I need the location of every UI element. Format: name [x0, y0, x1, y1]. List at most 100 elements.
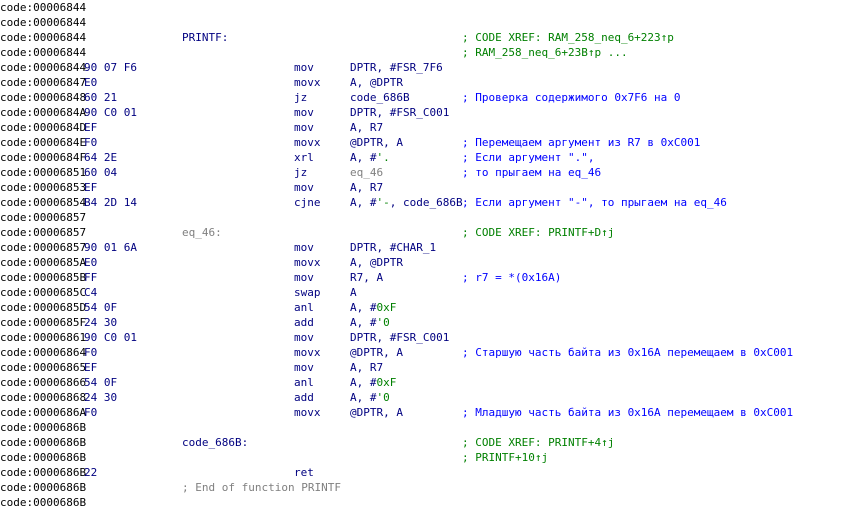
- instruction-mnemonic[interactable]: mov: [294, 181, 314, 194]
- instruction-mnemonic[interactable]: mov: [294, 331, 314, 344]
- line-address[interactable]: code:00006847: [0, 76, 87, 89]
- instruction-mnemonic[interactable]: movx: [294, 136, 321, 149]
- line-address[interactable]: code:0000685B: [0, 271, 87, 284]
- line-address[interactable]: code:00006864: [0, 346, 87, 359]
- listing-line[interactable]: code:00006857: [0, 210, 850, 225]
- listing-line[interactable]: code:00006844: [0, 0, 850, 15]
- instruction-operands[interactable]: DPTR, #FSR_C001: [350, 331, 450, 344]
- instruction-operands[interactable]: A, #'0: [350, 316, 390, 329]
- line-address[interactable]: code:0000685F: [0, 316, 87, 329]
- line-address[interactable]: code:0000686B: [0, 421, 87, 434]
- instruction-operands[interactable]: DPTR, #FSR_7F6: [350, 61, 443, 74]
- line-address[interactable]: code:0000685A: [0, 256, 87, 269]
- instruction-mnemonic[interactable]: anl: [294, 301, 314, 314]
- line-address[interactable]: code:00006848: [0, 91, 87, 104]
- line-address[interactable]: code:00006844: [0, 1, 87, 14]
- line-address[interactable]: code:00006866: [0, 376, 87, 389]
- line-address[interactable]: code:00006854: [0, 196, 87, 209]
- line-address[interactable]: code:0000684A: [0, 106, 87, 119]
- line-address[interactable]: code:0000686B: [0, 496, 87, 509]
- code-label[interactable]: code_686B:: [182, 436, 249, 449]
- instruction-operands[interactable]: A, @DPTR: [350, 256, 403, 269]
- instruction-operands[interactable]: A, R7: [350, 181, 384, 194]
- instruction-operands[interactable]: @DPTR, A: [350, 136, 403, 149]
- listing-line[interactable]: code:00006844: [0, 15, 850, 30]
- instruction-mnemonic[interactable]: movx: [294, 406, 321, 419]
- instruction-operands[interactable]: A, #0xF: [350, 376, 397, 389]
- instruction-mnemonic[interactable]: cjne: [294, 196, 321, 209]
- code-label[interactable]: eq_46:: [182, 226, 222, 239]
- line-address[interactable]: code:0000686A: [0, 406, 87, 419]
- line-address[interactable]: code:0000684F: [0, 151, 87, 164]
- line-address[interactable]: code:00006857: [0, 226, 87, 239]
- instruction-operands[interactable]: DPTR, #FSR_C001: [350, 106, 450, 119]
- instruction-mnemonic[interactable]: mov: [294, 271, 314, 284]
- instruction-operands[interactable]: A, @DPTR: [350, 76, 403, 89]
- line-address[interactable]: code:00006857: [0, 211, 87, 224]
- instruction-mnemonic[interactable]: mov: [294, 241, 314, 254]
- instruction-mnemonic[interactable]: movx: [294, 346, 321, 359]
- line-address[interactable]: code:00006861: [0, 331, 87, 344]
- line-address[interactable]: code:00006844: [0, 31, 87, 44]
- listing-line[interactable]: code:00006844; RAM_258_neq_6+23B↑p ...: [0, 45, 850, 60]
- instruction-operands[interactable]: A, R7: [350, 121, 384, 134]
- listing-line[interactable]: code:0000686B: [0, 420, 850, 435]
- instruction-operands[interactable]: A: [350, 286, 357, 299]
- instruction-operands[interactable]: A, R7: [350, 361, 384, 374]
- line-address[interactable]: code:0000684D: [0, 121, 87, 134]
- instruction-operands[interactable]: eq_46: [350, 166, 384, 179]
- line-address[interactable]: code:00006844: [0, 61, 87, 74]
- instruction-mnemonic[interactable]: ret: [294, 466, 314, 479]
- instruction-mnemonic[interactable]: movx: [294, 256, 321, 269]
- line-address[interactable]: code:0000685C: [0, 286, 87, 299]
- instruction-operands[interactable]: A, #0xF: [350, 301, 397, 314]
- listing-line[interactable]: code:0000686B: [0, 495, 850, 510]
- line-address[interactable]: code:00006868: [0, 391, 87, 404]
- instruction-operands[interactable]: DPTR, #CHAR_1: [350, 241, 437, 254]
- instruction-mnemonic[interactable]: jz: [294, 91, 308, 104]
- line-address[interactable]: code:0000686B: [0, 466, 87, 479]
- line-address[interactable]: code:00006857: [0, 241, 87, 254]
- line-address[interactable]: code:00006844: [0, 46, 87, 59]
- instruction-operands[interactable]: A, #'-, code_686B: [350, 196, 463, 209]
- instruction-mnemonic[interactable]: swap: [294, 286, 321, 299]
- instruction-mnemonic[interactable]: jz: [294, 166, 308, 179]
- listing-line[interactable]: code:0000686B; End of function PRINTF: [0, 480, 850, 495]
- instruction-mnemonic[interactable]: mov: [294, 106, 314, 119]
- instruction-mnemonic[interactable]: anl: [294, 376, 314, 389]
- line-address[interactable]: code:0000684E: [0, 136, 87, 149]
- instruction-mnemonic[interactable]: add: [294, 391, 314, 404]
- code-label[interactable]: PRINTF:: [182, 31, 229, 44]
- instruction-mnemonic[interactable]: add: [294, 316, 314, 329]
- instruction-mnemonic[interactable]: mov: [294, 121, 314, 134]
- listing-line[interactable]: code:0000686B; PRINTF+10↑j: [0, 450, 850, 465]
- instruction-operands[interactable]: @DPTR, A: [350, 346, 403, 359]
- instruction-operands[interactable]: R7, A: [350, 271, 384, 284]
- instruction-mnemonic[interactable]: mov: [294, 361, 314, 374]
- line-address[interactable]: code:0000686B: [0, 481, 87, 494]
